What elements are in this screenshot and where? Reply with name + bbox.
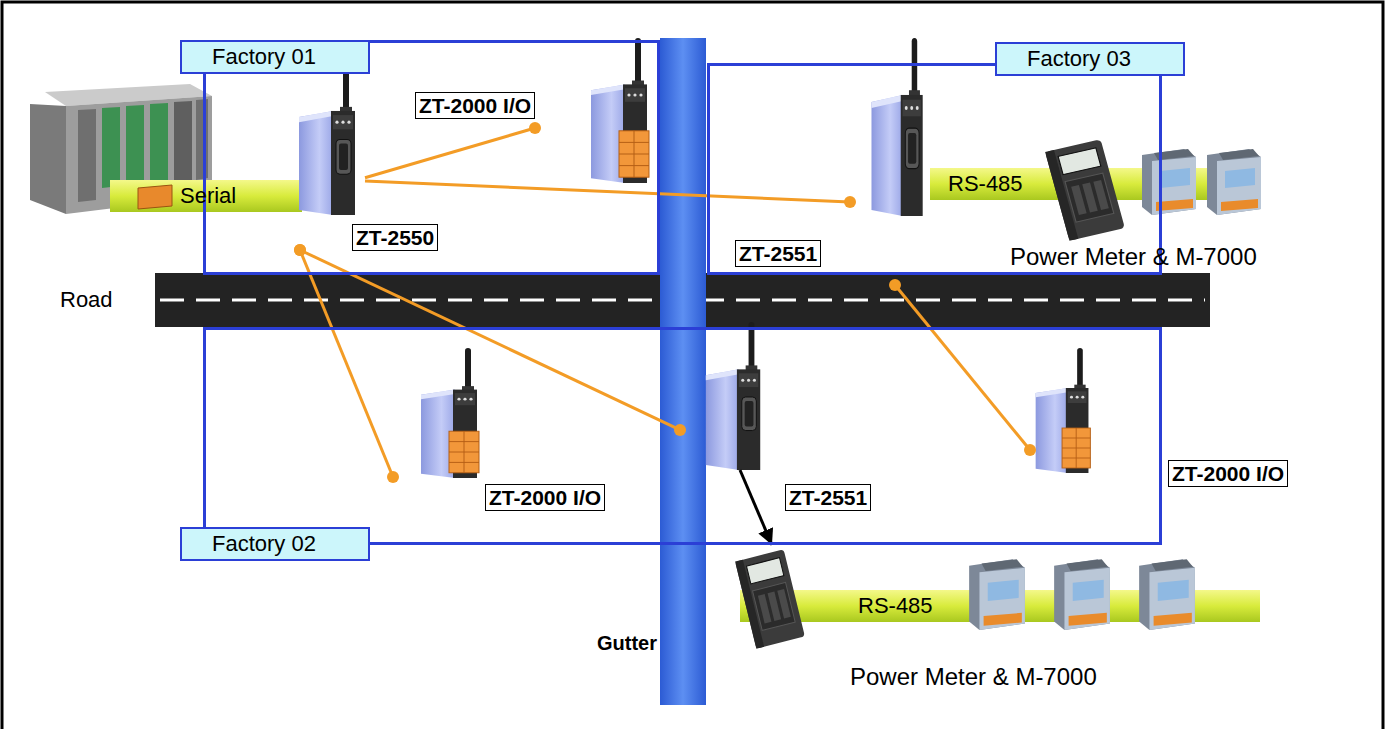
link-dot [889, 279, 901, 291]
zt-2000-device [421, 348, 479, 478]
factory-heading: Factory 01 [180, 40, 370, 74]
factory-region: Factory 02ZT-2000 I/OZT-2551ZT-2000 I/O [203, 327, 1162, 545]
link-dot [529, 122, 541, 134]
m7000-module [969, 559, 1025, 630]
zt-device-node: ZT-2000 I/O [393, 345, 485, 480]
link-dot [294, 244, 306, 256]
device-label: ZT-2000 I/O [485, 484, 605, 511]
bus-band: RS-485 [740, 545, 1260, 622]
link-dot [844, 196, 856, 208]
factory-heading: Factory 03 [995, 42, 1185, 76]
zt-2551-device [706, 322, 760, 470]
power-meter [735, 549, 805, 648]
serial-cable [110, 180, 302, 212]
factory-heading: Factory 02 [180, 527, 370, 561]
wireless-link [300, 250, 680, 430]
device-label: ZT-2550 [352, 224, 438, 251]
zt-device-node: ZT-2000 I/O [1030, 345, 1095, 475]
device-label: ZT-2551 [735, 240, 821, 267]
bus-label: RS-485 [948, 170, 1023, 198]
link-dot [674, 424, 686, 436]
bus-label: RS-485 [858, 592, 933, 620]
bus-band: RS-485 [930, 168, 1260, 200]
m7000-module [1139, 559, 1195, 630]
m7000-module [1054, 559, 1110, 630]
wireless-link [895, 285, 1030, 450]
wireless-link [365, 181, 850, 202]
bus-label: Serial [180, 182, 236, 210]
zt-2550-device [299, 62, 355, 215]
zt-device-node: ZT-2551 [680, 320, 765, 470]
gutter-label: Gutter [597, 630, 657, 656]
device-label: ZT-2000 I/O [1168, 460, 1288, 487]
device-label: ZT-2000 I/O [415, 92, 535, 119]
power-meter [1045, 139, 1125, 240]
zt-2000-device [591, 38, 649, 183]
link-dot [294, 244, 306, 256]
link-dot [1024, 444, 1036, 456]
bus-band: Serial [110, 180, 302, 212]
wireless-link [365, 128, 535, 178]
factory-region: Factory 01ZT-2000 I/OZT-2550 [203, 40, 660, 275]
m7000-module [1142, 149, 1196, 215]
gutter-band [660, 38, 706, 705]
zt-device-node: ZT-2550 [290, 60, 365, 250]
wireless-link [300, 250, 393, 477]
caption: Power Meter & M-7000 [1010, 243, 1257, 271]
m7000-module [1207, 149, 1261, 215]
zt-device-node: ZT-2000 I/O [535, 35, 655, 185]
caption: Power Meter & M-7000 [850, 663, 1097, 691]
zt-device-node: ZT-2551 [850, 35, 930, 285]
device-label: ZT-2551 [785, 484, 871, 511]
road-label: Road [60, 286, 113, 314]
link-dot [387, 471, 399, 483]
plc-connector [138, 185, 172, 209]
zt-2000-device [1036, 348, 1091, 473]
cable-arrow [740, 470, 772, 545]
